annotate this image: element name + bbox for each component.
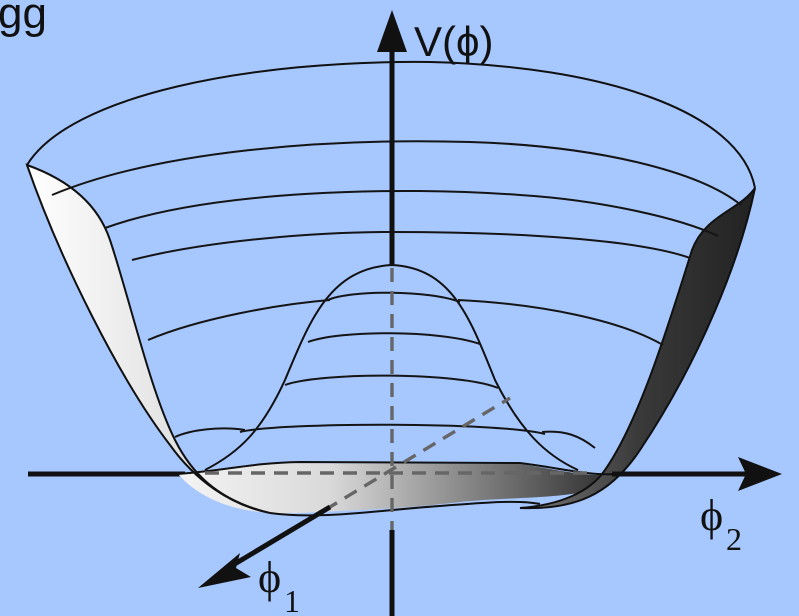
corner-text: gg xyxy=(0,0,47,38)
hump-ring-2 xyxy=(308,333,480,344)
phi1-axis-label-sub: 1 xyxy=(284,583,300,616)
surface-right-wall xyxy=(520,188,755,508)
contour-ring-4-left xyxy=(148,300,330,340)
contour-ring-base-left xyxy=(175,428,245,437)
contour-ring-4-right xyxy=(458,300,663,345)
contour-ring-1 xyxy=(52,141,741,205)
hump-ring-1 xyxy=(328,293,460,302)
phi1-axis-label-main: ϕ xyxy=(258,553,281,602)
vertical-axis-label: V(ϕ) xyxy=(414,18,494,65)
phi2-axis-label-main: ϕ xyxy=(700,491,723,540)
contour-ring-2 xyxy=(105,191,718,236)
contour-ring-base-right xyxy=(542,432,595,448)
phi2-axis-label-sub: 2 xyxy=(726,521,742,557)
vertical-axis-arrowhead xyxy=(377,10,407,52)
contour-ring-3 xyxy=(132,232,690,260)
